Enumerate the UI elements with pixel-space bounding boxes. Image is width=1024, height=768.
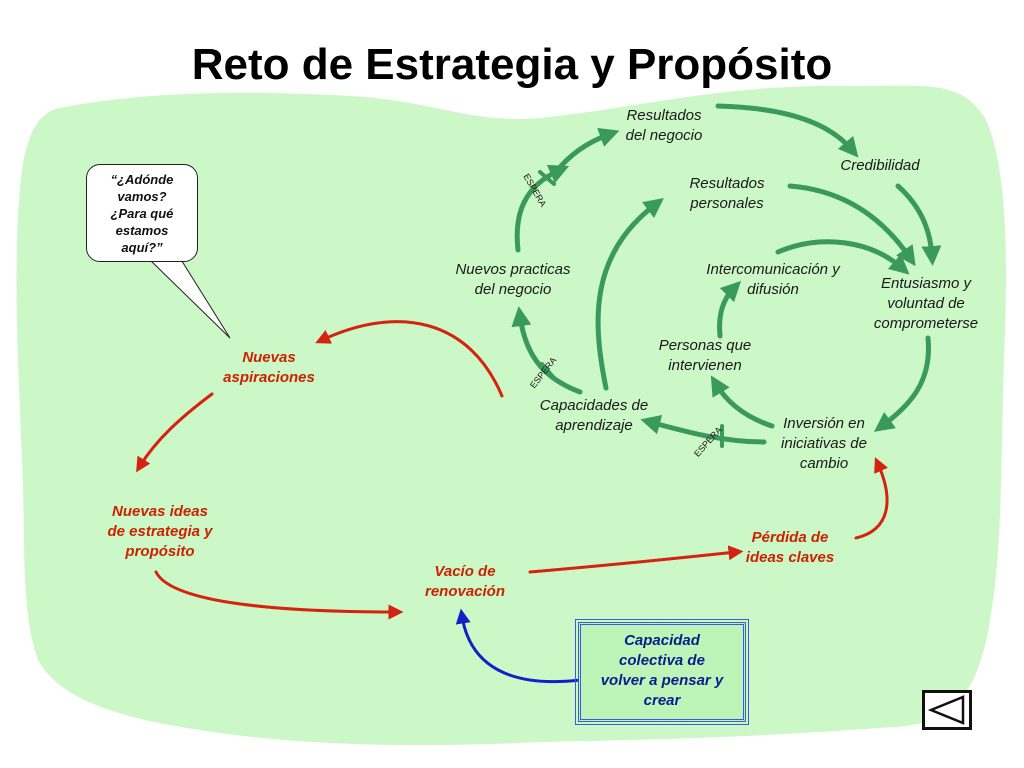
arrow-capacidades-nuevos bbox=[511, 306, 583, 395]
node-capacidad-colectiva: Capacidad colectiva de volver a pensar y… bbox=[575, 619, 749, 725]
callout-bubble: “¿Adónde vamos? ¿Para qué estamos aquí?” bbox=[86, 164, 198, 262]
delay-mark-1 bbox=[538, 170, 556, 186]
node-credibilidad: Credibilidad bbox=[840, 157, 920, 174]
arrow-entusiasmo-inversion bbox=[873, 335, 932, 432]
arrow-resultados-up bbox=[553, 128, 620, 175]
arrow-resultados-credibilidad bbox=[715, 103, 859, 158]
page-title: Reto de Estrategia y Propósito bbox=[191, 40, 833, 89]
callout-line: vamos? bbox=[117, 189, 167, 204]
arrow-respersonales-entusiasmo bbox=[787, 183, 916, 267]
arrow-personas-intercom bbox=[717, 280, 742, 339]
arrow-vacio-perdida bbox=[528, 545, 744, 574]
arrow-aspiraciones-nuevasideas bbox=[136, 392, 214, 473]
callout-line: “¿Adónde bbox=[110, 172, 174, 187]
back-triangle-icon bbox=[927, 695, 965, 725]
arrow-perdida-inversion bbox=[854, 457, 889, 540]
delay-mark-2 bbox=[540, 362, 556, 380]
arrow-capacidad-vacio bbox=[455, 608, 582, 684]
arrow-capacidades-respersonales bbox=[595, 197, 664, 391]
arrow-inversion-capacidades bbox=[640, 414, 767, 445]
callout-line: aquí?” bbox=[121, 240, 163, 255]
arrow-intercom-entusiasmo bbox=[775, 239, 910, 275]
arrow-capacidades-aspiraciones bbox=[315, 320, 504, 398]
callout-line: estamos bbox=[115, 223, 169, 238]
arrow-nuevos-resultados bbox=[514, 164, 570, 253]
arrow-inversion-personas bbox=[710, 375, 775, 429]
back-button[interactable] bbox=[922, 690, 972, 730]
arrow-nuevasideas-vacio bbox=[154, 570, 404, 620]
background-blob bbox=[16, 85, 1006, 746]
arrow-credibilidad-entusiasmo bbox=[895, 183, 942, 266]
callout-line: ¿Para qué bbox=[110, 206, 174, 221]
